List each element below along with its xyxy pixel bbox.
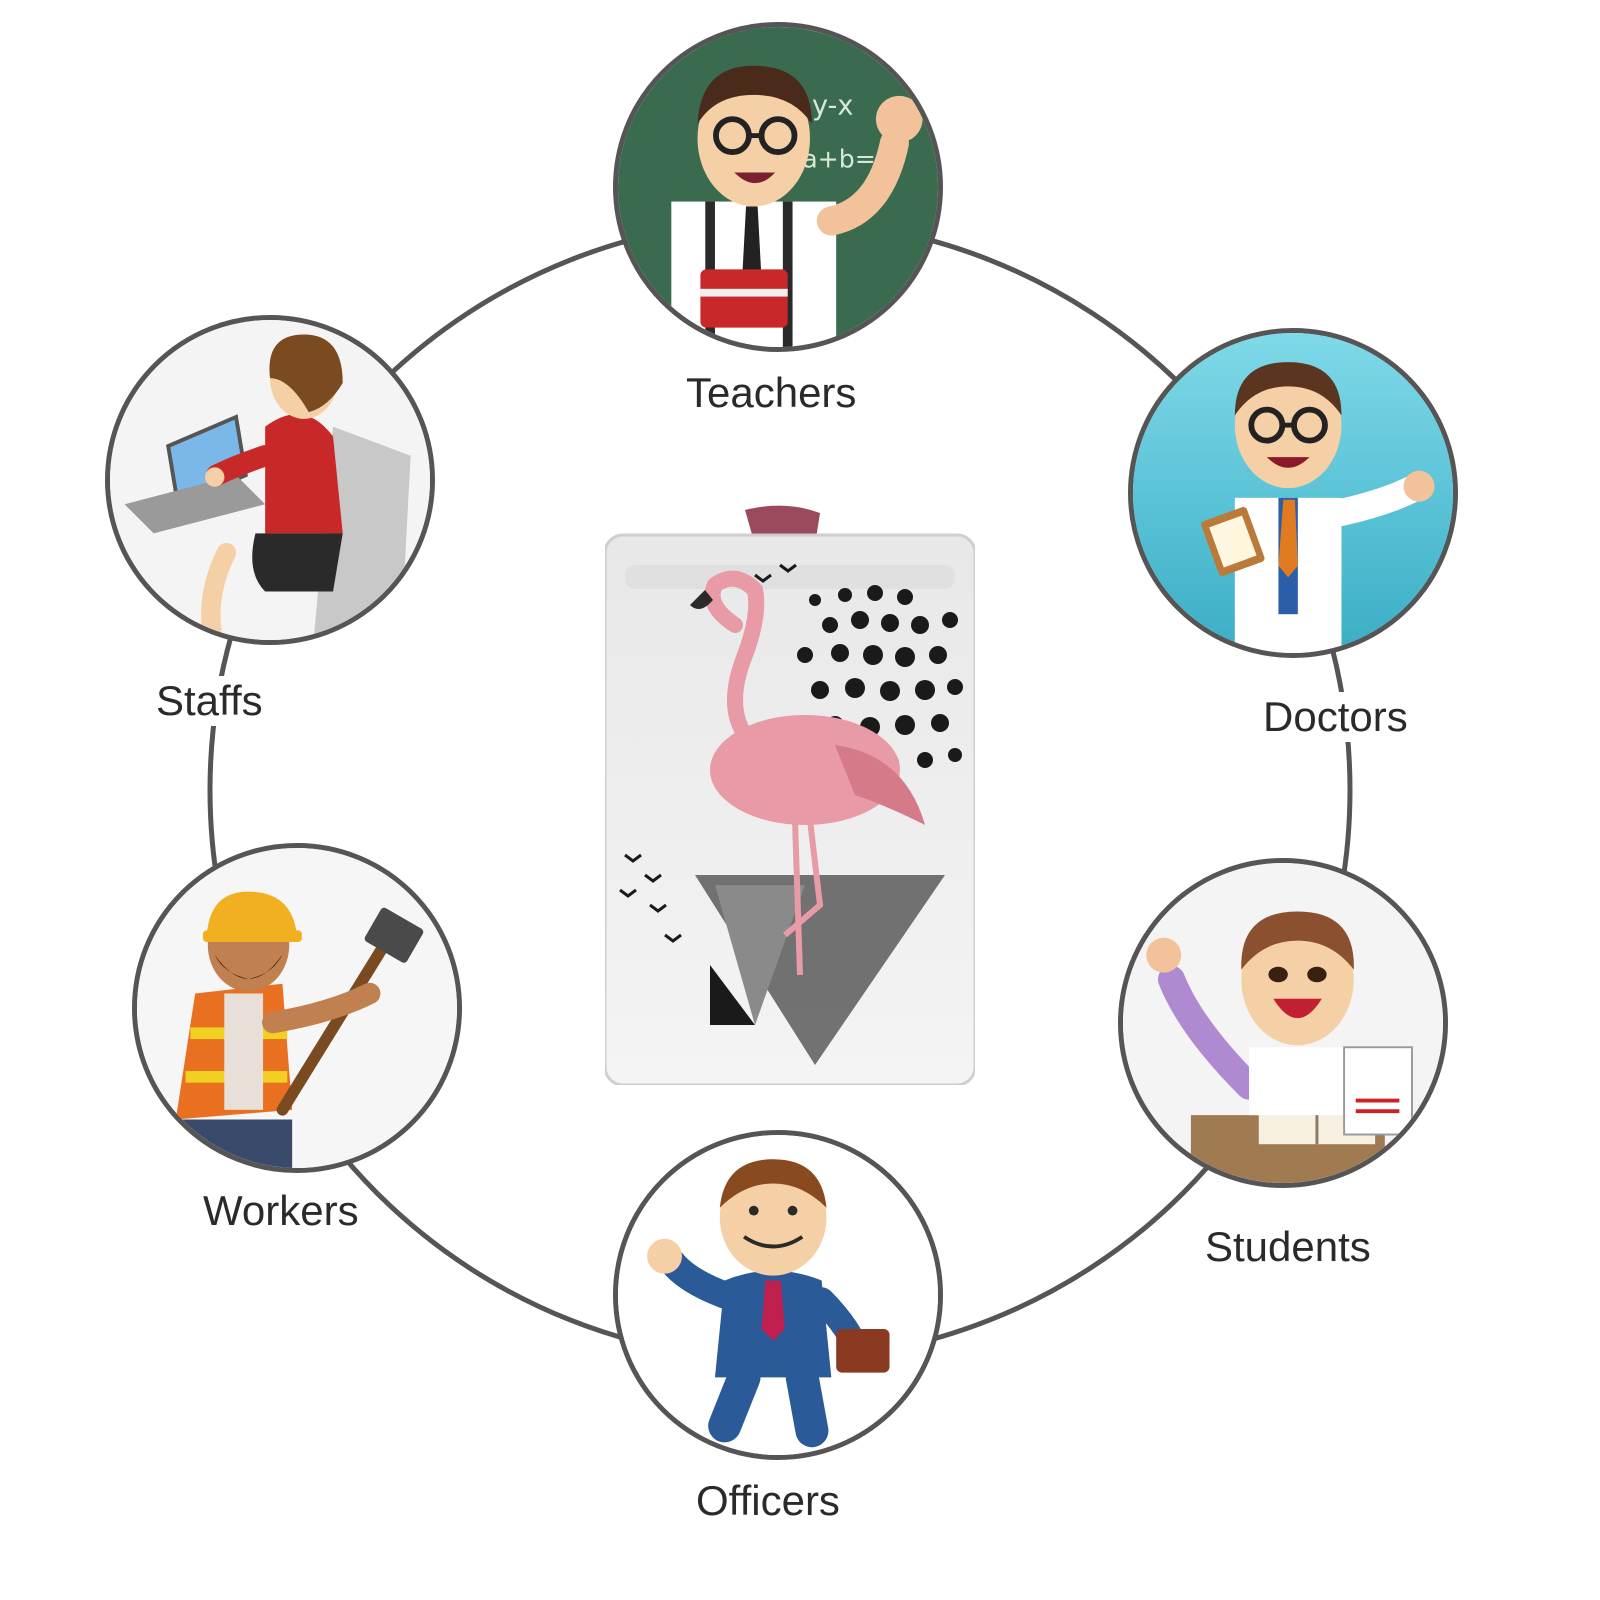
birds-pattern <box>619 563 797 943</box>
worker-icon <box>132 843 462 1173</box>
students-label: Students <box>1199 1222 1377 1272</box>
officers-label: Officers <box>690 1476 846 1526</box>
staffs-label: Staffs <box>150 676 269 726</box>
officer-icon <box>613 1130 943 1460</box>
workers-label: Workers <box>197 1186 365 1236</box>
student-icon <box>1118 858 1448 1188</box>
teacher-icon: y-x a+b=c <box>613 22 943 352</box>
doctor-icon <box>1128 328 1458 658</box>
flamingo-badge-holder <box>605 505 975 1085</box>
flamingo-icon <box>690 570 925 976</box>
staff-icon <box>105 315 435 645</box>
doctors-label: Doctors <box>1257 692 1414 742</box>
polka-dot-pattern <box>797 585 963 772</box>
teachers-label: Teachers <box>680 368 863 418</box>
chalkboard-text-1: y-x <box>812 90 853 121</box>
